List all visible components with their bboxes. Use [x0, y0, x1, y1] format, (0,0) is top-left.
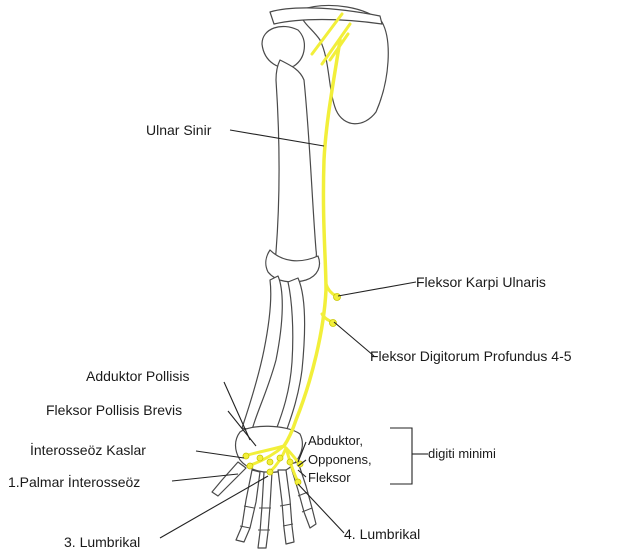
label-ulnar-nerve: Ulnar Sinir	[146, 122, 211, 138]
finger-1	[212, 462, 246, 496]
label-flexor: Fleksor	[308, 470, 351, 485]
fcu-dot	[334, 294, 341, 301]
label-digiti-minimi: digiti minimi	[428, 446, 496, 461]
digiti-bracket	[390, 428, 412, 484]
label-interossei: İnterosseöz Kaslar	[30, 442, 146, 458]
label-opponens: Opponens,	[308, 452, 372, 467]
adductor-leader	[224, 382, 250, 440]
radius	[242, 276, 282, 430]
fdp-leader	[334, 322, 374, 356]
label-fpb: Fleksor Pollisis Brevis	[46, 402, 182, 418]
finger-2	[236, 470, 260, 542]
label-fcu: Fleksor Karpi Ulnaris	[416, 274, 546, 290]
label-fdp: Fleksor Digitorum Profundus 4-5	[370, 348, 572, 364]
finger-3	[258, 472, 272, 548]
finger-4	[278, 470, 294, 544]
label-lumbrical4: 4. Lumbrikal	[344, 526, 420, 542]
label-palmar1: 1.Palmar İnterosseöz	[8, 474, 140, 490]
humerus	[276, 60, 317, 272]
label-lumbrical3: 3. Lumbrikal	[64, 534, 140, 550]
label-adductor-pollicis: Adduktor Pollisis	[86, 368, 190, 384]
fcu-leader	[338, 282, 416, 296]
ulnar-leader	[230, 130, 324, 146]
label-abductor: Abduktor,	[308, 433, 363, 448]
